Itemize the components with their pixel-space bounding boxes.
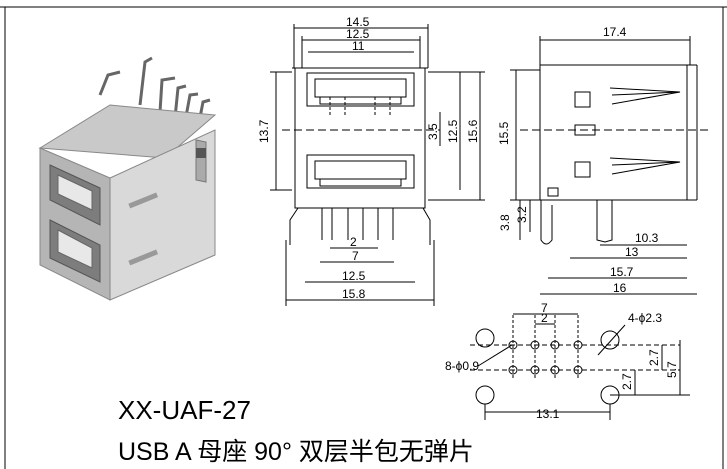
- fv-dim-bottom-2: 15.8: [342, 287, 366, 301]
- front-view-labels: 14.5 12.5 11 13.7 3.5 12.5 15.6 2 7 12.5…: [257, 15, 480, 301]
- pcb-hole-small: 8-ϕ0.9: [445, 359, 479, 373]
- sv-dim-bottom-1: 10.3: [635, 231, 659, 245]
- pcb-dim-bottom: 13.1: [536, 407, 560, 421]
- fv-dim-top-2: 12.5: [346, 27, 370, 41]
- sv-dim-left-2: 3.8: [498, 214, 512, 231]
- fv-dim-top-3: 11: [352, 39, 365, 53]
- fv-dim-bottom-1: 12.5: [342, 269, 366, 283]
- fv-dim-top-1: 14.5: [346, 15, 370, 29]
- pcb-dim-top-2: 2: [541, 311, 548, 325]
- fv-dim-right-1: 3.5: [426, 123, 440, 140]
- front-view: [270, 24, 485, 306]
- product-description: USB A 母座 90° 双层半包无弹片: [118, 438, 474, 466]
- fv-dim-left: 13.7: [257, 119, 271, 143]
- sv-dim-left-3: 3.2: [515, 206, 529, 223]
- side-view: [510, 36, 710, 295]
- fv-dim-pin-1: 2: [350, 235, 357, 249]
- pcb-dim-right-2: 5.7: [665, 361, 679, 378]
- pcb-dim-right-1: 2.7: [647, 349, 661, 366]
- fv-dim-right-2: 12.5: [446, 119, 460, 143]
- pcb-dim-left: 2.7: [620, 373, 634, 390]
- side-view-labels: 17.4 15.5 3.8 3.2 10.3 13 15.7 16: [497, 25, 659, 295]
- pcb-layout-labels: 7 2 4-ϕ2.3 8-ϕ0.9 2.7 5.7 2.7 13.1: [445, 301, 679, 421]
- sv-dim-top: 17.4: [603, 25, 627, 39]
- pcb-hole-large: 4-ϕ2.3: [628, 311, 662, 325]
- fv-dim-pin-2: 7: [352, 249, 359, 263]
- pcb-dim-top-1: 7: [541, 301, 548, 315]
- product-3d-render: [38, 56, 217, 301]
- sv-dim-bottom-2: 13: [625, 245, 639, 259]
- sv-dim-left-1: 15.5: [497, 121, 511, 145]
- sv-dim-bottom-4: 16: [613, 281, 627, 295]
- pcb-layout: [470, 313, 690, 420]
- model-number: XX-UAF-27: [118, 395, 251, 425]
- sv-dim-bottom-3: 15.7: [610, 265, 634, 279]
- fv-dim-right-3: 15.6: [466, 119, 480, 143]
